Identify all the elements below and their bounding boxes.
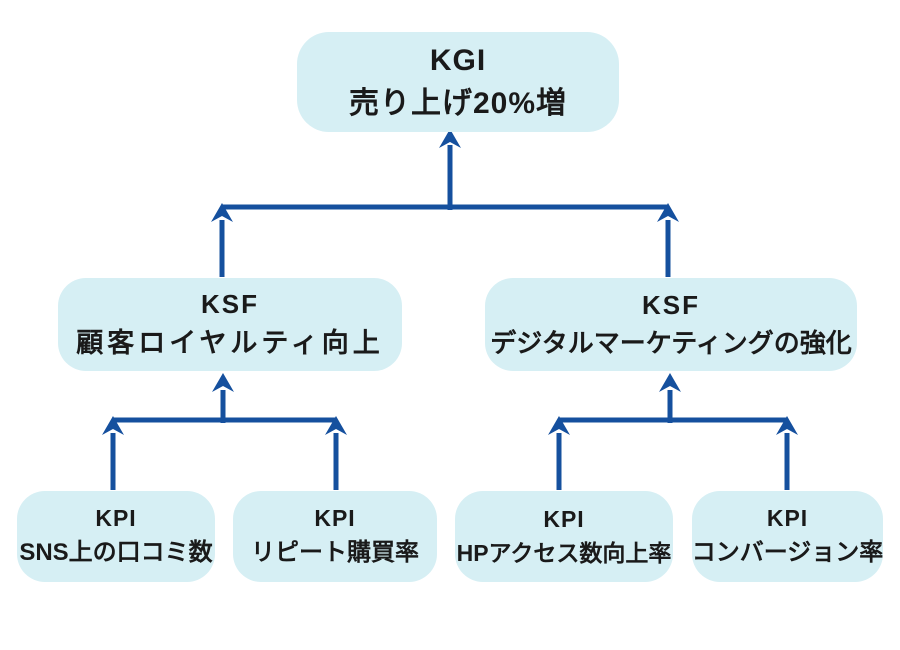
node-kpi-2-label: KPI: [314, 505, 356, 532]
node-kpi-1-text: SNS上の口コミ数: [19, 538, 213, 566]
node-kgi-label: KGI: [429, 43, 487, 77]
node-kpi-repeat-purchase: KPI リピート購買率: [233, 491, 437, 582]
node-kpi-3-text: HPアクセス数向上率: [456, 539, 672, 566]
up-arrow-icon: [212, 373, 234, 392]
up-arrow-icon: [659, 373, 681, 392]
top-connector: [211, 129, 679, 277]
node-kpi-1-label: KPI: [95, 505, 137, 532]
node-ksf-right-text: デジタルマーケティングの強化: [490, 327, 852, 358]
node-ksf-digital-marketing: KSF デジタルマーケティングの強化: [485, 278, 857, 371]
node-kpi-2-text: リピート購買率: [251, 538, 419, 566]
up-arrow-icon: [211, 203, 233, 222]
up-arrow-icon: [325, 416, 347, 435]
node-ksf-left-text: 顧客ロイヤルティ向上: [76, 327, 384, 358]
node-kgi: KGI 売り上げ20%増: [297, 32, 619, 132]
node-kpi-hp-access: KPI HPアクセス数向上率: [455, 491, 673, 582]
node-ksf-left-label: KSF: [201, 289, 259, 320]
bottom-right-connector: [548, 373, 798, 490]
up-arrow-icon: [657, 203, 679, 222]
node-kpi-4-label: KPI: [766, 505, 809, 532]
node-kgi-text: 売り上げ20%増: [348, 87, 568, 120]
node-kpi-sns-reviews: KPI SNS上の口コミ数: [17, 491, 215, 582]
node-kpi-4-text: コンバージョン率: [691, 538, 884, 566]
up-arrow-icon: [548, 416, 570, 435]
node-kpi-3-label: KPI: [543, 506, 585, 533]
node-kpi-conversion-rate: KPI コンバージョン率: [692, 491, 883, 582]
up-arrow-icon: [102, 416, 124, 435]
node-ksf-customer-loyalty: KSF 顧客ロイヤルティ向上: [58, 278, 402, 371]
up-arrow-icon: [776, 416, 798, 435]
bottom-left-connector: [102, 373, 347, 490]
node-ksf-right-label: KSF: [642, 289, 700, 320]
